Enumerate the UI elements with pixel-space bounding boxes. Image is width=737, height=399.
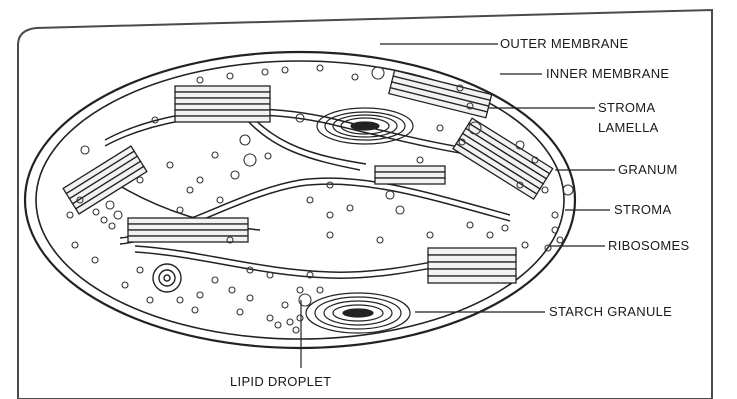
granum-center [375, 166, 445, 184]
granum-lower-right [428, 248, 516, 283]
granum-lower-left [128, 218, 248, 242]
label-inner-membrane: INNER MEMBRANE [546, 66, 669, 81]
label-starch-granule: STARCH GRANULE [549, 304, 672, 319]
label-stroma-lamella-line2: LAMELLA [598, 120, 659, 135]
label-lipid-droplet: LIPID DROPLET [230, 374, 331, 389]
label-outer-membrane: OUTER MEMBRANE [500, 36, 628, 51]
label-ribosomes: RIBOSOMES [608, 238, 689, 253]
label-stroma: STROMA [614, 202, 671, 217]
granum-top-left [175, 86, 270, 122]
label-stroma-lamella-line1: STROMA [598, 100, 655, 115]
label-granum: GRANUM [618, 162, 678, 177]
